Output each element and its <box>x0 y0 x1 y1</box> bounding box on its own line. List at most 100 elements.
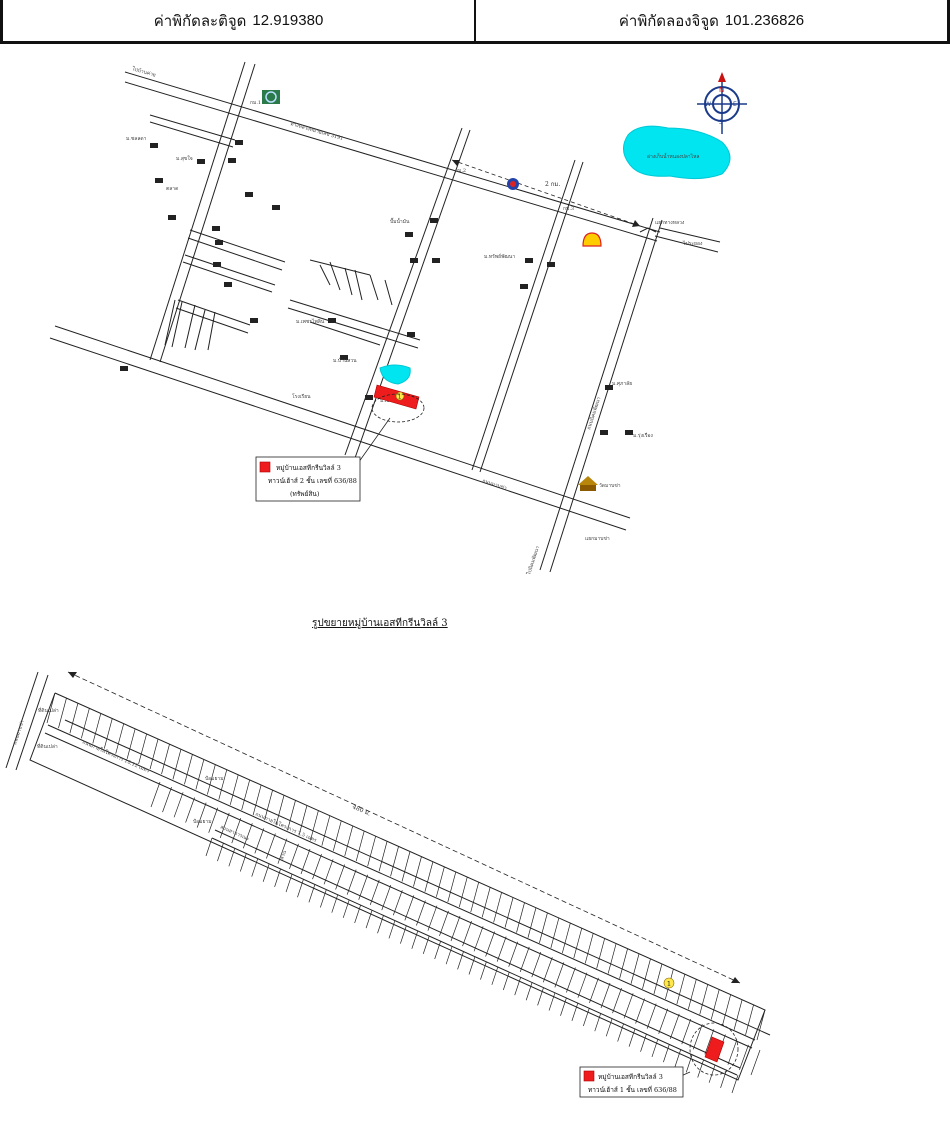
lot-divider <box>381 884 392 911</box>
lot-divider <box>254 828 265 854</box>
lot-divider <box>577 972 588 998</box>
road-top-label: ไปบ้านค่าย <box>130 65 156 79</box>
lot-divider <box>445 946 453 965</box>
lot-divider <box>457 951 464 970</box>
lot-divider <box>231 817 242 844</box>
lot-divider <box>493 892 502 923</box>
lot-divider <box>287 800 296 831</box>
lot-divider <box>358 874 369 900</box>
lot-divider <box>229 774 239 805</box>
lot-divider <box>583 1007 590 1027</box>
place-7: ม.ศุภาลัย <box>612 381 632 387</box>
road-middle-vertical <box>344 127 471 459</box>
lot-divider <box>335 864 345 890</box>
estate-outline <box>29 692 771 1081</box>
lot-divider <box>320 889 327 908</box>
lot-divider <box>434 940 442 960</box>
road-left-vertical <box>149 61 256 363</box>
lot-divider <box>756 1009 766 1041</box>
junction-1: แยกมาบข่า <box>585 536 610 542</box>
lot-divider <box>427 905 438 931</box>
km-2: กม.2 <box>455 168 466 174</box>
latitude-cell: ค่าพิกัดละติจูด 12.919380 <box>0 0 476 44</box>
lot-divider <box>252 784 262 816</box>
lot-divider <box>208 807 219 833</box>
lot-divider <box>750 1049 761 1076</box>
lot-divider <box>739 1044 749 1070</box>
detail-circle-marker: 1 <box>663 977 675 989</box>
km-3: กม.3 <box>563 206 574 212</box>
lot-divider <box>481 887 491 918</box>
shell-icon <box>582 232 602 247</box>
lot-divider <box>310 810 319 841</box>
lot-divider <box>185 797 195 823</box>
lot-divider <box>298 805 308 836</box>
lake-label: อ่างเก็บน้ำหนองปลาไหล <box>647 151 699 160</box>
lot-divider <box>669 1013 680 1040</box>
lot-divider <box>411 930 419 949</box>
lot-divider <box>699 984 709 1015</box>
detail-lot-1: ที่ดินเปล่า <box>38 707 59 714</box>
lot-divider <box>439 910 449 936</box>
lot-divider <box>704 1029 715 1055</box>
lot-divider <box>473 926 484 952</box>
lot-divider <box>612 988 622 1014</box>
lot-divider <box>502 971 510 991</box>
lot-divider <box>388 920 396 939</box>
lot-divider <box>241 779 251 811</box>
lot-divider <box>470 882 480 913</box>
lot-divider <box>416 900 426 926</box>
lot-divider <box>531 951 542 978</box>
lot-divider <box>722 994 731 1025</box>
lot-dividers <box>46 692 766 1094</box>
compass-n: N <box>719 86 724 94</box>
longitude-value: 101.236826 <box>724 12 805 29</box>
lot-divider <box>468 956 476 975</box>
lot-divider <box>422 935 430 955</box>
detail-distance-label: 480 ม. <box>351 803 371 817</box>
lot-divider <box>342 899 350 918</box>
place-9: ตลาด <box>166 186 178 192</box>
lot-divider <box>554 962 565 988</box>
lot-divider <box>92 713 102 744</box>
lot-divider <box>346 869 357 895</box>
detail-label-3: สวน <box>279 849 288 860</box>
detail-callout-line-1: หมู่บ้านเอสทีกรีนวิลล์ 3 <box>598 1073 663 1081</box>
lot-divider <box>745 1004 754 1035</box>
junction-2: แยกทางหลวง <box>655 220 685 226</box>
distance-label: 2 กม. <box>545 181 560 188</box>
detail-road-3: สวนสาธารณะ <box>219 824 250 842</box>
lot-divider <box>81 708 90 739</box>
lot-divider <box>275 795 285 826</box>
building-icons <box>120 140 633 435</box>
lot-divider <box>266 833 276 859</box>
lot-divider <box>658 1008 669 1034</box>
lot-divider <box>560 997 567 1016</box>
lot-divider <box>262 863 270 882</box>
lot-divider <box>589 977 599 1003</box>
lot-divider <box>300 848 311 875</box>
latitude-value: 12.919380 <box>252 12 324 29</box>
lot-divider <box>184 754 193 785</box>
place-6: ม.ทรัพย์พัฒนา <box>484 253 515 260</box>
lot-divider <box>312 854 322 880</box>
compass-s: S <box>719 119 723 126</box>
detail-label-1: ป้อมยาม <box>205 775 224 782</box>
lot-divider <box>173 792 184 818</box>
place-5: วัดมาบข่า <box>599 483 621 489</box>
lot-divider <box>628 1028 636 1047</box>
lot-divider <box>731 1074 739 1094</box>
lot-divider <box>566 967 576 993</box>
place-11: ม.สุขใจ <box>176 155 193 162</box>
callout-line-3: (ทรัพย์สิน) <box>290 490 320 498</box>
temple-icon <box>578 476 598 491</box>
distance-arrow: 2 กม. <box>451 159 641 227</box>
detail-callout-line-2: ทาวน์เฮ้าส์ 1 ชั้น เลขที่ 636/88 <box>588 1085 677 1094</box>
lot-divider <box>367 836 376 867</box>
road-right-middle <box>471 159 584 473</box>
lot-divider <box>46 692 56 724</box>
longitude-label: ค่าพิกัดลองจิจูด <box>618 12 719 30</box>
detail-distance-arrow: 480 ม. <box>67 671 741 984</box>
lot-divider <box>525 982 533 1001</box>
